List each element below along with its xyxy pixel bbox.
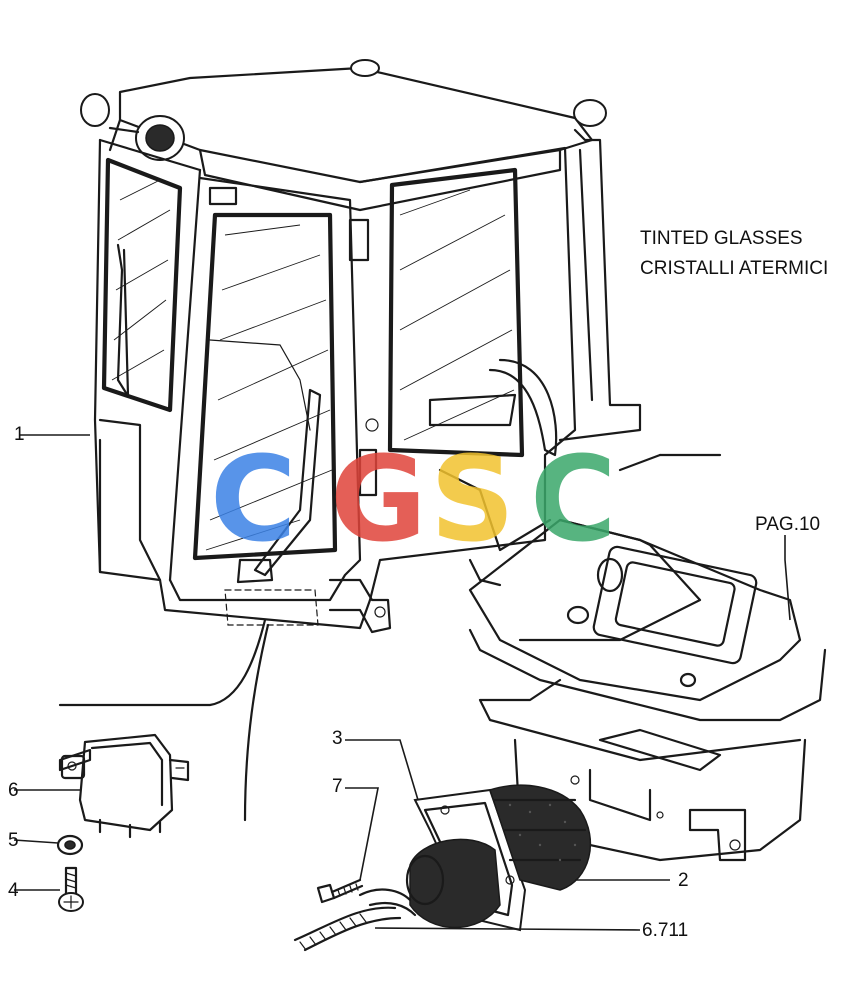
- leader-pag10: [784, 535, 791, 621]
- cable-harness: [293, 888, 417, 952]
- page-reference-label: PAG.10: [755, 514, 820, 535]
- watermark-letter-g: G: [330, 430, 427, 568]
- right-door: [328, 146, 577, 634]
- cab-assembly: [80, 59, 642, 634]
- front-door: [168, 176, 362, 626]
- leader-7: [345, 787, 379, 881]
- callout-4: 4: [8, 880, 19, 901]
- leader-6711: [374, 927, 641, 931]
- callout-6: 6: [8, 780, 19, 801]
- leader-3: [345, 739, 419, 801]
- washer-5: [56, 834, 84, 856]
- work-lamp-left: [80, 93, 185, 161]
- callout-2: 2: [678, 870, 689, 891]
- watermark-letter-c2: C: [530, 430, 617, 568]
- callout-6711: 6.711: [642, 920, 688, 941]
- caption-line-1: TINTED GLASSES: [640, 228, 803, 249]
- watermark-letter-s: S: [430, 430, 515, 568]
- leader-5: [13, 839, 59, 844]
- link-curve-left: [58, 618, 267, 707]
- bolt-7: [316, 878, 364, 904]
- relay-unit-6: [58, 733, 190, 839]
- screw-4: [58, 866, 84, 912]
- watermark-logo: C G S C: [210, 430, 617, 568]
- callout-3: 3: [332, 728, 343, 749]
- connector-assembly: [405, 775, 592, 932]
- watermark-letter-c1: C: [210, 430, 297, 568]
- work-lamp-right: [350, 59, 607, 127]
- left-window: [101, 157, 183, 413]
- callout-7: 7: [332, 776, 343, 797]
- callout-1: 1: [14, 424, 25, 445]
- caption-line-2: CRISTALLI ATERMICI: [640, 258, 828, 279]
- callout-5: 5: [8, 830, 19, 851]
- link-curve-down: [243, 623, 270, 822]
